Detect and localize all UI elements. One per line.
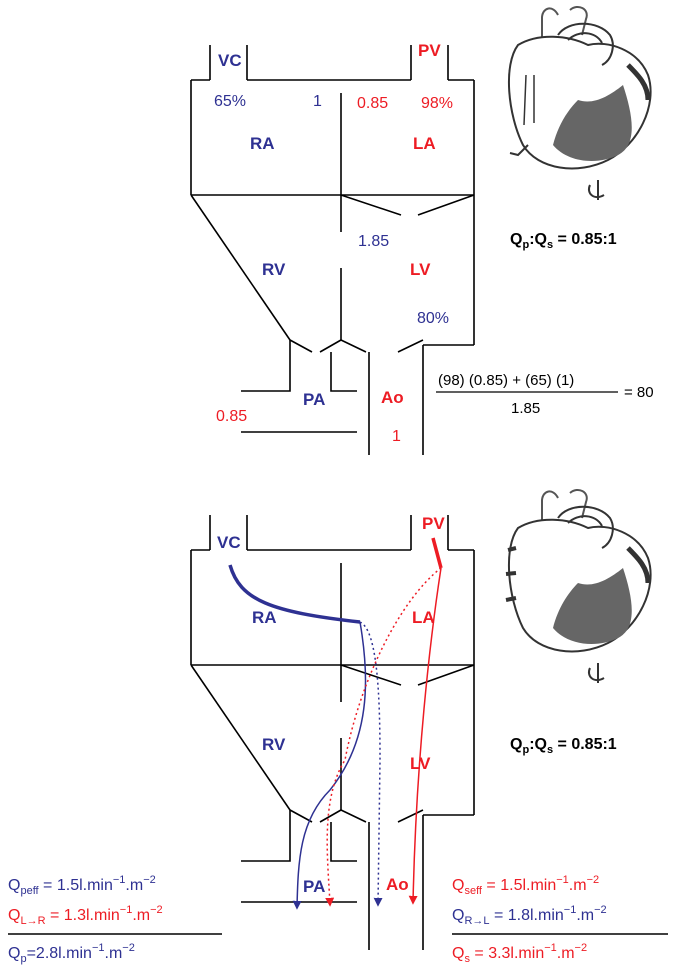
top-saturation-equation: (98) (0.85) + (65) (1) 1.85 = 80 [436, 372, 654, 417]
top-label-vc: VC [218, 51, 242, 70]
bottom-flow-arrows [228, 537, 443, 910]
q-l-to-r-line: QL→R = 1.3l.min−1.m−2 [8, 904, 163, 927]
top-label-pv: PV [418, 41, 441, 60]
bottom-label-vc: VC [217, 533, 241, 552]
pulmonary-venous-thick [431, 537, 443, 569]
systemic-venous-to-pa-arrow [292, 621, 367, 910]
top-pulmonary-valve [289, 339, 342, 353]
q-s-total-line: Qs = 3.3l.min−1.m−2 [452, 942, 587, 965]
bottom-ao-vessel [368, 815, 424, 950]
top-rv-diagonal-wall [190, 194, 291, 341]
equation-result: = 80 [624, 384, 654, 401]
top-vc-vessel [209, 45, 248, 80]
bottom-labels: VC PV RA LA RV LV PA Ao [217, 514, 445, 896]
top-label-ra: RA [250, 134, 275, 153]
bottom-label-la: LA [412, 608, 435, 627]
q-seff-line: Qseff = 1.5l.min−1.m−2 [452, 874, 599, 897]
bottom-pv-vessel [410, 515, 449, 550]
systemic-venous-flow-arrow-thick [228, 564, 361, 624]
right-flow-summary: Qseff = 1.5l.min−1.m−2 QR→L = 1.8l.min−1… [452, 874, 668, 965]
top-aortic-valve [340, 339, 424, 353]
top-label-lv: LV [410, 260, 431, 279]
top-label-rv: RV [262, 260, 286, 279]
bottom-pulmonary-valve [289, 809, 342, 823]
left-flow-summary: Qpeff = 1.5l.min−1.m−2 QL→R = 1.3l.min−1… [8, 874, 222, 965]
q-p-total-line: Qp=2.8l.min−1.m−2 [8, 942, 135, 965]
top-la-saturation: 98% [421, 95, 453, 112]
q-peff-line: Qpeff = 1.5l.min−1.m−2 [8, 874, 156, 897]
bottom-vc-vessel [209, 515, 248, 550]
bottom-label-rv: RV [262, 735, 286, 754]
bottom-pa-vessel [241, 810, 357, 862]
top-ra-flow: 1 [313, 93, 322, 110]
bottom-heart-illustration [505, 489, 652, 683]
equation-numerator: (98) (0.85) + (65) (1) [438, 372, 574, 389]
top-label-la: LA [413, 134, 436, 153]
q-r-to-l-line: QR→L = 1.8l.min−1.m−2 [452, 904, 607, 927]
top-labels: VC PV RA LA RV LV PA Ao 65% 1 0.85 98% 1… [214, 41, 453, 445]
bottom-aortic-valve [340, 809, 424, 823]
equation-denominator: 1.85 [511, 400, 540, 417]
top-lv-saturation: 80% [417, 310, 449, 327]
top-pa-vessel [241, 340, 357, 392]
top-ra-saturation: 65% [214, 93, 246, 110]
bottom-label-lv: LV [410, 754, 431, 773]
bottom-label-ra: RA [252, 608, 277, 627]
systemic-venous-to-ao-arrow [359, 621, 383, 907]
bottom-label-pv: PV [422, 514, 445, 533]
top-label-ao: Ao [381, 388, 404, 407]
bottom-qp-qs-ratio: Qp:Qs = 0.85:1 [510, 736, 617, 756]
pulmonary-venous-to-ao-arrow [408, 567, 442, 905]
bottom-schematic [190, 515, 475, 950]
bottom-label-pa: PA [303, 877, 325, 896]
top-lv-flow: 1.85 [358, 233, 389, 250]
bottom-rv-diagonal-wall [190, 664, 291, 811]
top-label-pa: PA [303, 390, 325, 409]
top-heart-illustration [508, 6, 652, 200]
top-qp-qs-ratio: Qp:Qs = 0.85:1 [510, 231, 617, 251]
bottom-mitral-leaflets [340, 664, 475, 686]
top-ao-flow: 1 [392, 428, 401, 445]
top-pv-vessel [410, 45, 449, 80]
top-schematic [190, 45, 475, 455]
top-la-flow: 0.85 [357, 95, 388, 112]
bottom-label-ao: Ao [386, 875, 409, 894]
top-mitral-leaflets [340, 194, 475, 216]
top-pa-flow: 0.85 [216, 408, 247, 425]
top-ao-vessel [368, 345, 424, 455]
